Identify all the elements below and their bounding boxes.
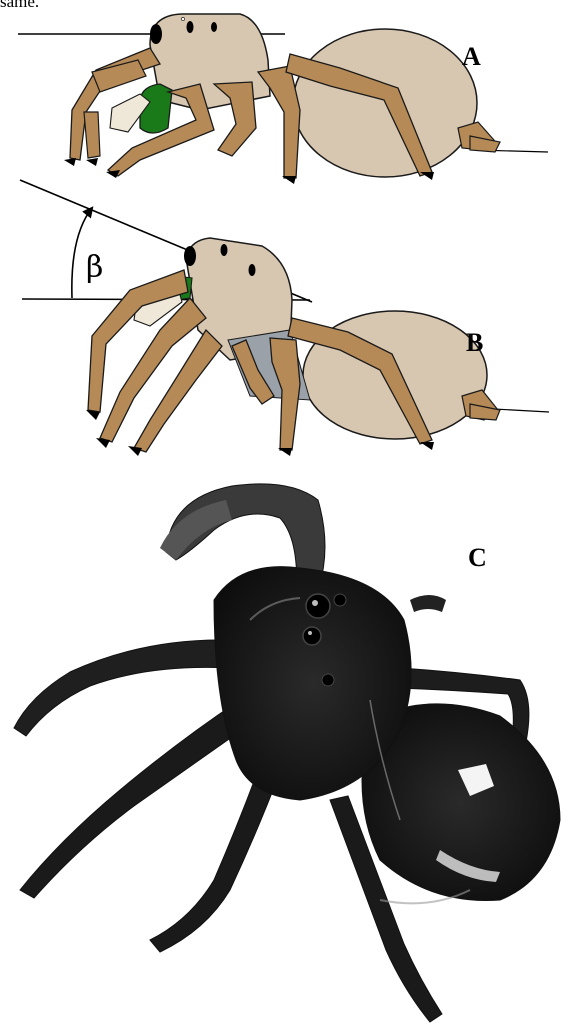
beta-angle-label: β — [86, 250, 103, 285]
panel-b-label: B — [466, 328, 483, 358]
panel-b-spider — [20, 180, 549, 456]
panel-a-spider — [18, 14, 548, 184]
panel-a-label: A — [462, 42, 481, 72]
panel-c-label: C — [468, 543, 487, 573]
panel-c-photo — [0, 460, 579, 1026]
